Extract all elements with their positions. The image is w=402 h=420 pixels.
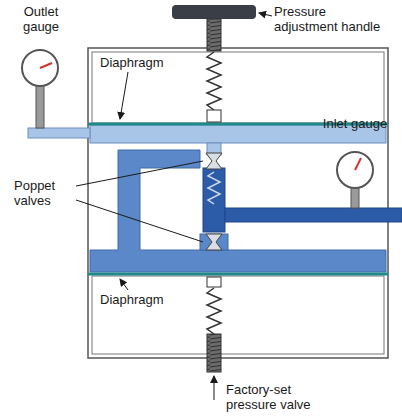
lower-diaphragm <box>88 273 388 276</box>
part-label: Factory-set pressure valve <box>226 382 336 412</box>
leader-line <box>76 161 203 186</box>
inlet-gauge-stem <box>351 186 359 208</box>
gauge-label: Inlet gauge <box>322 116 388 131</box>
part-label: Diaphragm <box>100 55 180 70</box>
factory-screw <box>207 334 221 372</box>
gauge-label: Outlet gauge <box>10 4 72 34</box>
upper-cap <box>92 52 384 123</box>
lower-passage <box>200 234 228 250</box>
part-label: Pressure adjustment handle <box>274 4 392 34</box>
part-label: Poppet valves <box>14 178 74 208</box>
factory-spring <box>207 288 221 334</box>
inlet-chamber <box>203 168 225 232</box>
inlet-gauge-dial <box>337 152 373 188</box>
inlet-pipe <box>225 208 402 222</box>
leader-line <box>120 279 128 290</box>
outlet-gauge-dial <box>22 50 58 86</box>
lower-cap <box>92 276 384 354</box>
leader-line <box>259 13 272 16</box>
spring-seat <box>207 110 221 122</box>
leader-line <box>76 200 203 242</box>
inlet-gauge-needle <box>355 158 361 170</box>
part-label: Diaphragm <box>100 292 180 307</box>
adjustment-spring <box>207 52 221 110</box>
handle-screw <box>207 19 221 51</box>
leader-line <box>120 72 128 119</box>
lower-poppet-valve <box>206 234 222 250</box>
lower-spring-seat <box>207 277 221 287</box>
handle-bar <box>172 5 256 19</box>
valve-spring <box>208 172 220 204</box>
outlet-gauge-needle <box>40 63 52 68</box>
outlet-pipe <box>28 128 90 138</box>
body-housing <box>88 48 388 358</box>
upper-poppet-valve <box>206 153 222 169</box>
outlet-gauge-stem <box>36 84 44 128</box>
leader-line <box>214 376 215 400</box>
